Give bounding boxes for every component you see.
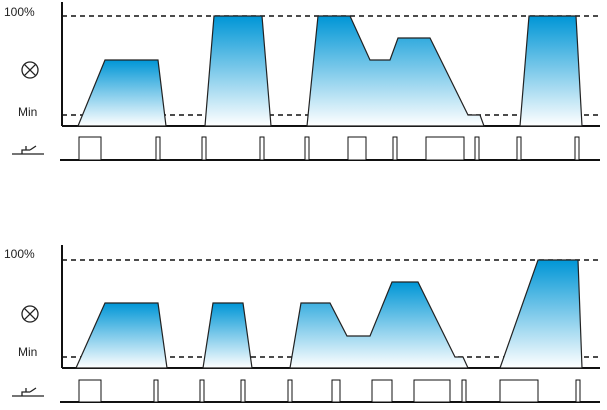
pulse (392, 136, 398, 161)
brightness-shape-4 (519, 15, 583, 127)
brightness-shape-1 (75, 302, 168, 369)
label-100-percent: 100% (4, 5, 35, 19)
pulse (516, 136, 522, 161)
pulse (574, 136, 580, 161)
pulse (347, 136, 367, 161)
label-100-percent: 100% (4, 247, 35, 261)
brightness-shape-4 (499, 259, 583, 369)
diagram-bottom: 100% Min (4, 245, 600, 403)
switch-pulses (78, 379, 581, 403)
brightness-shape-2 (204, 15, 272, 127)
pulse (425, 136, 465, 161)
brightness-shape-2 (202, 302, 253, 369)
switch-icon (12, 145, 44, 155)
pulse (201, 136, 207, 161)
switch-pulses (78, 136, 580, 161)
pulse (153, 379, 159, 403)
switch-icon (12, 387, 44, 397)
pulse (304, 136, 310, 161)
pulse (155, 136, 161, 161)
label-min: Min (18, 105, 37, 119)
pulse (371, 379, 393, 403)
diagram-top: 100% Min (4, 2, 600, 161)
brightness-shape-3 (289, 281, 469, 369)
label-min: Min (18, 345, 37, 359)
pulse (413, 379, 451, 403)
pulse (78, 136, 102, 161)
pulse (287, 379, 293, 403)
brightness-shape-1 (77, 59, 167, 127)
pulse (461, 379, 467, 403)
lamp-icon (21, 61, 39, 79)
pulse (575, 379, 581, 403)
pulse (259, 136, 265, 161)
pulse (331, 379, 341, 403)
lamp-icon (21, 305, 39, 323)
pulse (199, 379, 205, 403)
brightness-shape-3 (306, 15, 485, 127)
pulse (474, 136, 480, 161)
pulse (78, 379, 102, 403)
pulse (499, 379, 539, 403)
pulse (240, 379, 246, 403)
